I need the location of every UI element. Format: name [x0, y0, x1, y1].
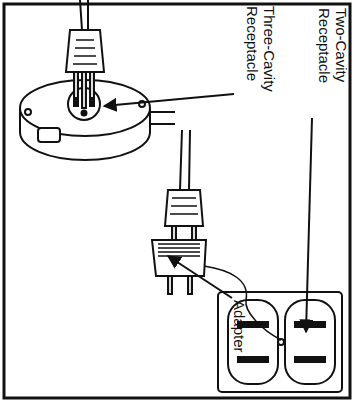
adapter-body — [152, 240, 206, 276]
adapter-prong — [188, 276, 192, 294]
leader-arrow — [306, 118, 312, 332]
part-label: Three-Cavity Receptacle — [242, 6, 278, 106]
leader-arrow — [104, 94, 234, 106]
three-cavity-box — [20, 80, 175, 160]
part-label: Two-Cavity Receptacle — [314, 8, 350, 118]
slot — [238, 357, 268, 362]
adapter-prong — [168, 276, 172, 294]
conduit — [150, 112, 175, 124]
outlet — [228, 300, 278, 384]
adapter-hatching — [158, 244, 200, 256]
slot — [90, 98, 94, 106]
leader-arrows — [104, 94, 312, 332]
outlet — [285, 300, 335, 384]
wall-plate — [218, 292, 342, 392]
slot — [74, 98, 78, 106]
slot — [295, 322, 325, 327]
plug-body — [165, 190, 203, 226]
knockout — [38, 128, 60, 142]
three-prong-plug — [66, 0, 104, 108]
two-cavity-plate — [218, 292, 342, 392]
leader-arrow — [168, 256, 232, 298]
prong — [192, 226, 196, 240]
plug-body — [66, 30, 104, 72]
plug-grip — [170, 198, 198, 214]
part-label: Adapter — [230, 300, 248, 370]
ground-hole — [82, 111, 87, 116]
slot — [295, 357, 325, 362]
screw — [25, 109, 31, 115]
adapter-and-plug — [152, 130, 281, 340]
plug-grip — [73, 40, 97, 64]
prong — [172, 226, 176, 240]
ground-prong — [82, 72, 86, 108]
cord — [80, 0, 88, 30]
figure-border — [4, 4, 350, 398]
prong — [74, 72, 78, 98]
prong — [90, 72, 94, 98]
cord — [180, 130, 190, 190]
